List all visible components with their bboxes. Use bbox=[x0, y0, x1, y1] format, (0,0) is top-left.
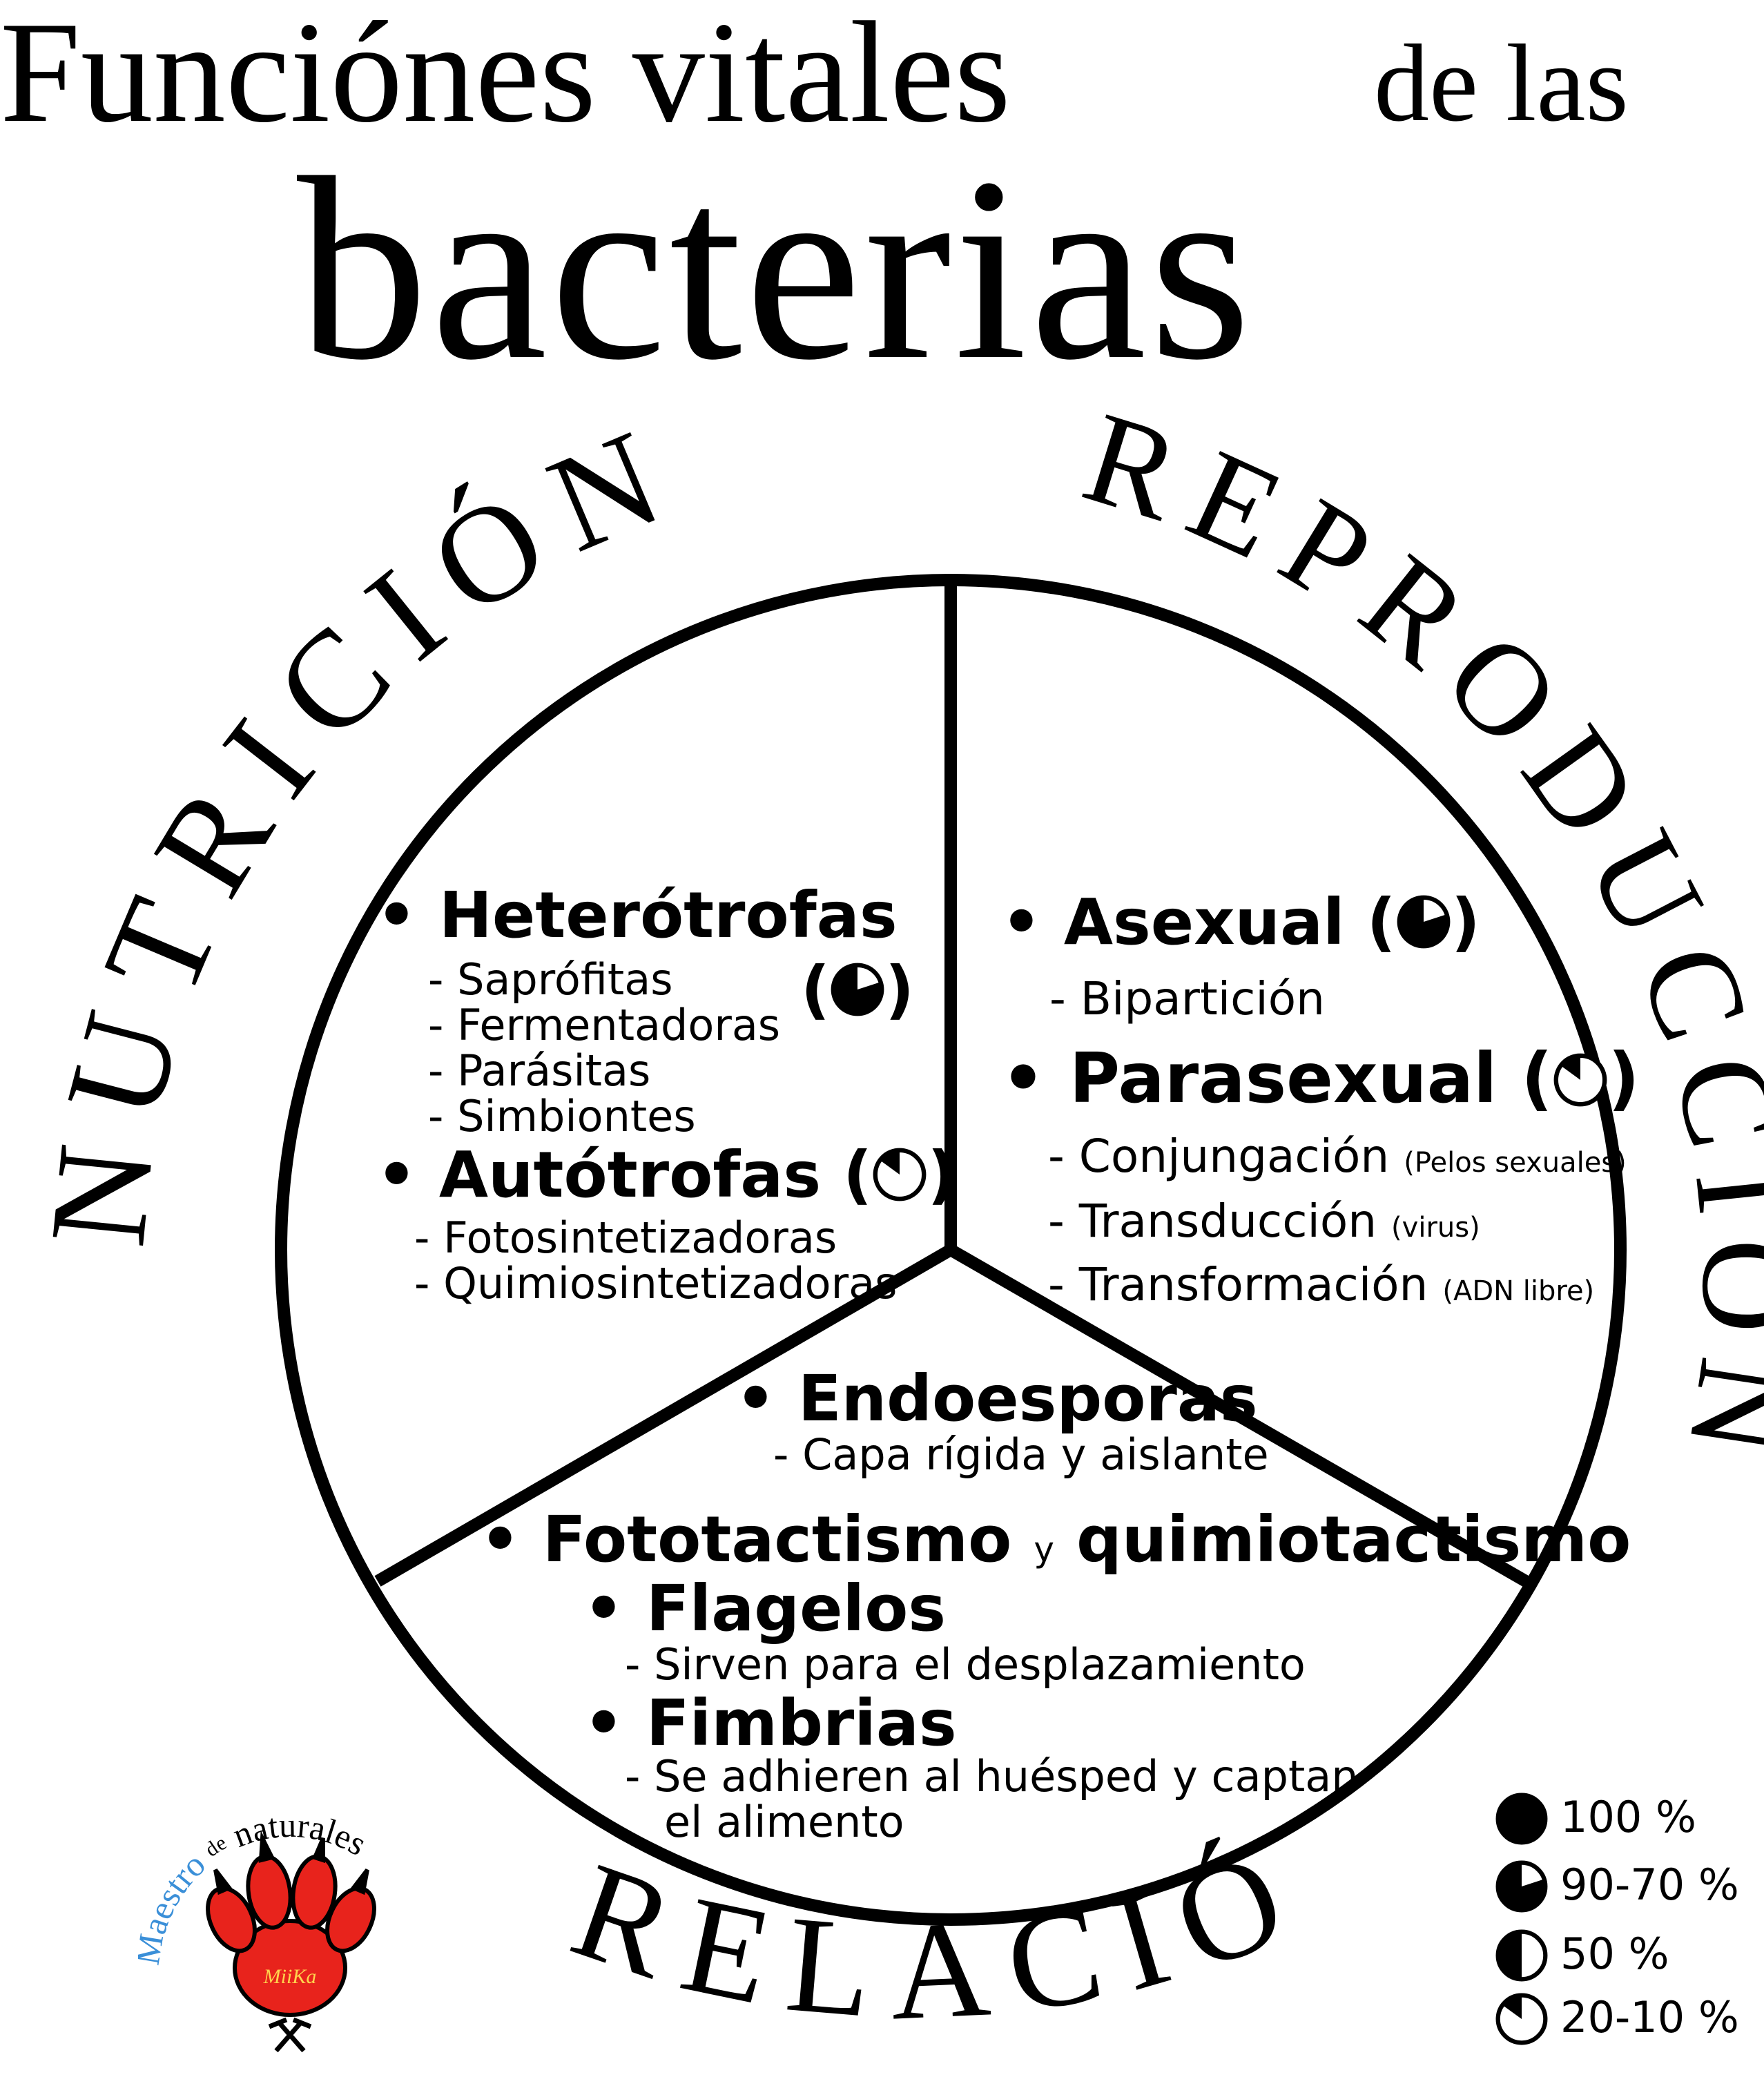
legend-row-100: 100 % bbox=[1495, 1792, 1743, 1847]
autotrofas-row: • Autótrofas () bbox=[376, 1138, 957, 1212]
fermentadoras-item: - Fermentadoras bbox=[428, 1000, 781, 1050]
title-line1-small: de las bbox=[1374, 21, 1629, 144]
legend-label-100: 100 % bbox=[1560, 1792, 1696, 1842]
transduccion-item: - Transducción (virus) bbox=[1048, 1199, 1480, 1244]
fimbrias-item-2: el alimento bbox=[664, 1797, 904, 1847]
pie-15-icon bbox=[873, 1148, 927, 1201]
legend-label-20-10: 20-10 % bbox=[1560, 1992, 1739, 2042]
transduccion-note: (virus) bbox=[1391, 1212, 1480, 1244]
parasexual-label: • Parasexual bbox=[1001, 1038, 1498, 1119]
parasitas-item: - Parásitas bbox=[428, 1045, 651, 1096]
pie-75-icon bbox=[1495, 1860, 1548, 1913]
pie-15-icon bbox=[1495, 1993, 1548, 2045]
endoesporas-label: • Endoesporas bbox=[735, 1362, 1258, 1436]
transformacion-text: - Transformación bbox=[1048, 1258, 1428, 1311]
divider-left bbox=[374, 1244, 954, 1587]
pie-fill bbox=[833, 965, 882, 1014]
pie-75-icon bbox=[831, 963, 884, 1016]
quimiosintetizadoras-item: - Quimiosintetizadoras bbox=[414, 1258, 898, 1308]
pie-fill bbox=[1498, 1862, 1546, 1911]
tactismo-y-text: y bbox=[1034, 1529, 1054, 1570]
biparticion-item: - Bipartición bbox=[1049, 972, 1325, 1025]
fimbrias-item-1: - Se adhieren al huésped y captan bbox=[625, 1751, 1359, 1802]
legend-label-50: 50 % bbox=[1560, 1929, 1669, 1979]
transformacion-item: - Transformación (ADN libre) bbox=[1048, 1262, 1594, 1308]
pie-fill bbox=[1502, 1995, 1522, 2019]
heterotrofas-icon-wrap: () bbox=[801, 953, 915, 1027]
conjungacion-text: - Conjungación bbox=[1048, 1130, 1390, 1183]
pie-15-icon bbox=[1553, 1053, 1607, 1107]
pie-fill bbox=[1560, 1055, 1580, 1080]
pie-outline bbox=[1495, 1793, 1548, 1845]
conjungacion-item: - Conjungación (Pelos sexuales) bbox=[1048, 1134, 1627, 1179]
legend-row-20-10: 20-10 % bbox=[1495, 1992, 1743, 2047]
conjungacion-note: (Pelos sexuales) bbox=[1404, 1147, 1627, 1179]
flagelos-item: - Sirven para el desplazamiento bbox=[625, 1639, 1306, 1690]
saprofitas-item: - Saprófitas bbox=[428, 954, 673, 1005]
capa-rigida-item: - Capa rígida y aislante bbox=[773, 1429, 1269, 1480]
paw-text: MiiKa bbox=[263, 1965, 317, 1988]
paw-icon bbox=[206, 1830, 376, 2017]
title-line2: bacterias bbox=[297, 124, 1254, 414]
simbiontes-item: - Simbiontes bbox=[428, 1091, 696, 1141]
asexual-label: • Asexual bbox=[1001, 885, 1345, 959]
logo-text-de: de bbox=[201, 1831, 231, 1862]
pie-fill bbox=[880, 1150, 900, 1175]
autotrofas-label: • Autótrofas bbox=[376, 1138, 822, 1212]
pie-fill bbox=[1498, 1931, 1522, 1980]
parasexual-row: • Parasexual () bbox=[1001, 1038, 1640, 1119]
transformacion-note: (ADN libre) bbox=[1442, 1275, 1595, 1307]
fototactismo-text: • Fototactismo bbox=[480, 1503, 1012, 1576]
pie-fill bbox=[1399, 897, 1448, 947]
heterotrofas-label: • Heterótrofas bbox=[376, 878, 898, 952]
pie-75-icon bbox=[1397, 895, 1451, 949]
fimbrias-label: • Fimbrias bbox=[583, 1686, 957, 1760]
logo-text-maestro: Maestro bbox=[138, 1845, 213, 1968]
transduccion-text: - Transducción bbox=[1048, 1195, 1377, 1248]
pie-50-icon bbox=[1495, 1929, 1548, 1982]
tactismo-row: • Fototactismo y quimiotactismo bbox=[480, 1508, 1631, 1572]
asexual-row: • Asexual () bbox=[1001, 885, 1480, 959]
title-line1: Funciónes vitales bbox=[0, 0, 1011, 153]
pie-100-icon bbox=[1495, 1793, 1548, 1845]
logo-text-naturales: naturales bbox=[228, 1806, 374, 1863]
flagelos-label: • Flagelos bbox=[583, 1572, 947, 1645]
fotosintetizadoras-item: - Fotosintetizadoras bbox=[414, 1213, 837, 1263]
maestro-de-naturales-logo: Maestro de naturales MiiKa bbox=[138, 1806, 376, 2053]
crossed-hammers-icon bbox=[268, 2017, 312, 2053]
legend-row-50: 50 % bbox=[1495, 1929, 1743, 1984]
legend-label-90-70: 90-70 % bbox=[1560, 1860, 1739, 1910]
legend-row-90-70: 90-70 % bbox=[1495, 1860, 1743, 1915]
divider-right bbox=[947, 1244, 1529, 1587]
quimiotactismo-text: quimiotactismo bbox=[1076, 1503, 1631, 1576]
